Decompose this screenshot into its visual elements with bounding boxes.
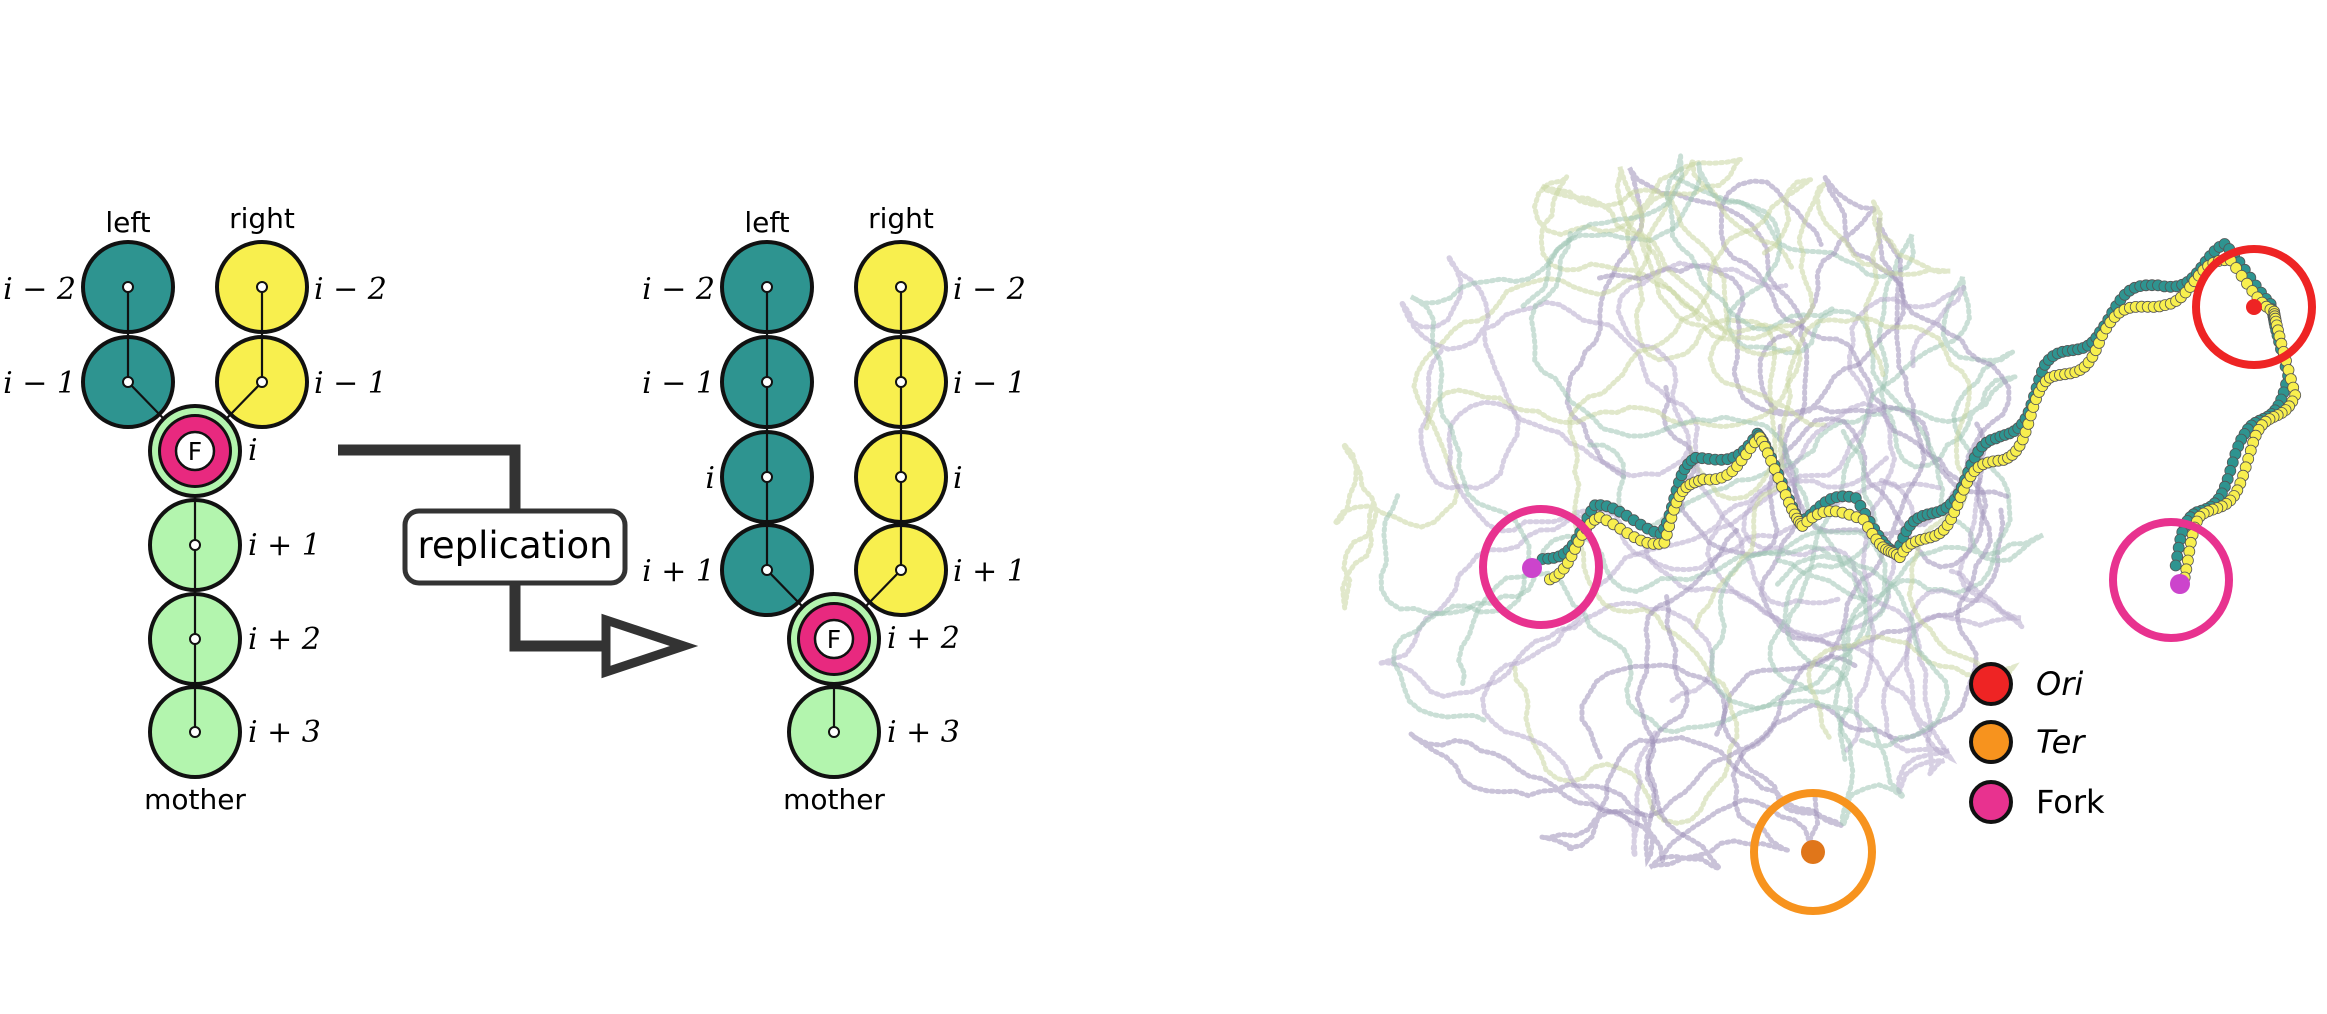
diagram-before: left right F i − 2 i −: [3, 202, 387, 816]
index-label: i: [705, 461, 715, 496]
ori-marker: [2192, 245, 2316, 369]
polymer-segment: [1378, 155, 1835, 617]
index-label: i − 2: [953, 272, 1026, 307]
node: [189, 633, 201, 645]
node: [895, 564, 907, 576]
index-label: i: [248, 433, 258, 468]
index-label: i + 3: [248, 715, 321, 750]
index-label: i: [953, 461, 963, 496]
index-label: i − 2: [314, 272, 387, 307]
polymer-cloud: [1332, 155, 2045, 873]
label-left: left: [744, 206, 789, 239]
polymer-segment: [1705, 280, 2022, 765]
node: [895, 471, 907, 483]
fork-letter: F: [188, 437, 202, 466]
legend-item-ter: Ter: [1969, 720, 2086, 764]
label-mother: mother: [144, 783, 246, 816]
polymer-segment: [1709, 544, 1951, 834]
node: [895, 281, 907, 293]
index-label: i + 1: [642, 554, 715, 589]
node: [189, 726, 201, 738]
fork-bead: F: [787, 592, 881, 686]
label-right: right: [868, 202, 934, 235]
index-label: i − 1: [953, 366, 1026, 401]
node: [122, 281, 134, 293]
label-mother: mother: [783, 783, 885, 816]
legend-label-ter: Ter: [2036, 723, 2086, 761]
label-right: right: [229, 202, 295, 235]
node: [122, 376, 134, 388]
index-label: i + 3: [887, 715, 960, 750]
polymer-segment: [1541, 653, 1860, 852]
index-label: i − 1: [314, 366, 387, 401]
replication-label: replication: [417, 524, 612, 567]
node: [895, 376, 907, 388]
node: [761, 471, 773, 483]
label-left: left: [105, 206, 150, 239]
polymer-segment: [1391, 428, 1888, 725]
index-label: i − 1: [3, 366, 76, 401]
ter-marker: [1750, 789, 1876, 915]
diagram-after: left right F i − 2 i − 1 i: [642, 202, 1026, 816]
chromosome-snapshot: Ori Ter Fork: [1332, 155, 2316, 915]
node: [256, 281, 268, 293]
fork-bead: F: [148, 404, 242, 498]
polymer-segment: [1587, 175, 2017, 529]
polymer-segment: [1614, 166, 1951, 378]
fork-marker-right: [2109, 518, 2233, 642]
index-label: i + 2: [887, 621, 960, 656]
replication-label-box: [402, 508, 628, 586]
node: [761, 564, 773, 576]
node: [828, 726, 840, 738]
legend-item-fork: Fork: [1969, 780, 2105, 824]
fork-letter: F: [827, 625, 841, 654]
legend-label-fork: Fork: [2036, 783, 2105, 821]
index-label: i + 1: [248, 528, 321, 563]
legend: Ori Ter Fork: [1969, 662, 2105, 824]
polymer-segment: [1409, 527, 1821, 868]
fork-marker-left: [1479, 505, 1603, 629]
node: [761, 281, 773, 293]
node: [189, 539, 201, 551]
legend-label-ori: Ori: [2036, 665, 2083, 703]
replication-arrow: replication: [338, 444, 699, 679]
node: [256, 376, 268, 388]
node: [761, 376, 773, 388]
polymer-segment: [1741, 455, 2025, 795]
polymer-segment: [1378, 477, 1917, 705]
polymer-segment: [1512, 177, 1812, 826]
index-label: i − 1: [642, 366, 715, 401]
teal-bead: [2169, 559, 2182, 572]
index-label: i − 2: [3, 272, 76, 307]
polymer-segment: [1456, 231, 1870, 735]
index-label: i + 2: [248, 622, 321, 657]
index-label: i − 2: [642, 272, 715, 307]
index-label: i + 1: [953, 554, 1026, 589]
legend-item-ori: Ori: [1969, 662, 2083, 706]
